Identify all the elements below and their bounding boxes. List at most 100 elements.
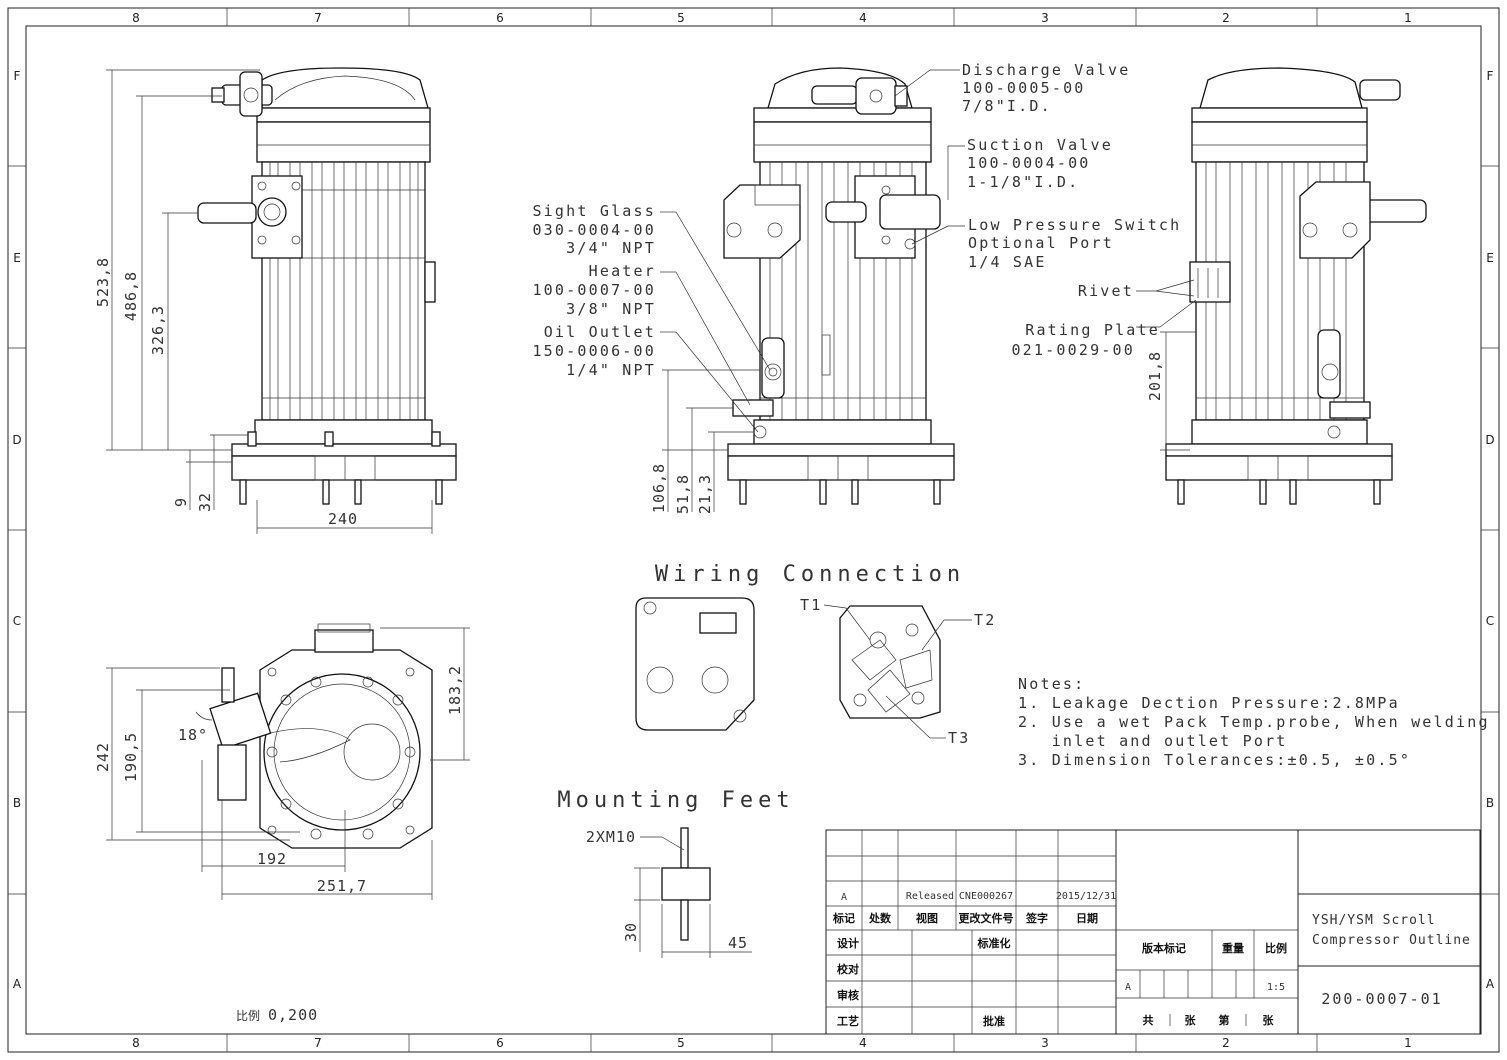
hdr-date: 日期: [1076, 911, 1098, 925]
dim-top-h2: 190,5: [122, 732, 140, 782]
version-value: A: [1125, 982, 1131, 993]
side-view: [723, 67, 955, 505]
oil-outlet-part: 150-0006-00: [532, 342, 656, 360]
low-pressure-size: 1/4 SAE: [968, 253, 1047, 271]
zone-col-5: 5: [677, 11, 685, 25]
rear-leader-lines: [1136, 279, 1197, 451]
terminal-t2: T2: [974, 611, 996, 629]
zone-labels-bottom: 8 7 6 5 4 3 2 1: [132, 1036, 1412, 1050]
callout-heater: Heater 100-0007-00 3/8" NPT: [532, 262, 656, 318]
scale-note-value: 0,200: [268, 1006, 318, 1024]
suction-valve-size: 1-1/8"I.D.: [967, 173, 1079, 191]
discharge-valve-part: 100-0005-00: [962, 79, 1086, 97]
discharge-valve-label: Discharge Valve: [962, 61, 1130, 79]
scale-value: 1:5: [1267, 982, 1285, 993]
notes-line-1: 1. Leakage Dection Pressure:2.8MPa: [1018, 694, 1400, 712]
drawing-name-line2: Compressor Outline: [1312, 933, 1471, 948]
heater-size: 3/8" NPT: [566, 300, 656, 318]
row-approve: 批准: [983, 1014, 1005, 1028]
zone-col-3-b: 3: [1041, 1036, 1049, 1050]
drawing-number: 200-0007-01: [1321, 990, 1442, 1008]
sheet-total-unit: 张: [1185, 1013, 1197, 1027]
oil-outlet-size: 1/4" NPT: [566, 361, 656, 379]
zone-dividers: [8, 8, 1499, 1052]
title-block-left-rows: 设计 校对 审核 工艺 标准化 批准: [837, 936, 1011, 1028]
low-pressure-label: Low Pressure Switch: [968, 216, 1181, 234]
zone-row-e: E: [13, 251, 21, 265]
zone-col-2-b: 2: [1222, 1036, 1230, 1050]
terminal-block: [823, 604, 972, 739]
zone-row-f-r: F: [1487, 69, 1494, 83]
suction-valve-label: Suction Valve: [967, 136, 1113, 154]
hdr-version: 版本标记: [1142, 941, 1186, 955]
title-block-right: YSH/YSM Scroll Compressor Outline 200-00…: [1312, 913, 1471, 1008]
hdr-view: 视图: [916, 911, 938, 925]
front-dimension-lines: [106, 69, 433, 534]
zone-labels-right: F E D C B A: [1485, 69, 1495, 991]
row-review: 审核: [837, 988, 859, 1002]
notes-block: Notes: 1. Leakage Dection Pressure:2.8MP…: [1018, 675, 1490, 769]
rear-view: [1165, 67, 1427, 505]
hdr-weight: 重量: [1222, 941, 1244, 955]
zone-col-4: 4: [859, 11, 867, 25]
mounting-title: Mounting Feet: [557, 788, 794, 813]
sheet-no: 第: [1219, 1013, 1230, 1027]
zone-row-c-r: C: [1486, 614, 1494, 628]
rev-date: 2015/12/31: [1056, 891, 1116, 902]
rev-change-no: CNE000267: [959, 891, 1013, 902]
callout-oil-outlet: Oil Outlet 150-0006-00 1/4" NPT: [532, 323, 656, 379]
hdr-scale: 比例: [1265, 941, 1287, 955]
feet-width-label: 45: [728, 934, 748, 952]
hdr-change-file: 更改文件号: [959, 911, 1014, 925]
rev-mark: A: [841, 892, 847, 903]
hdr-sign: 签字: [1025, 911, 1048, 925]
title-block-middle: 版本标记 重量 比例 A 1:5 共 张 第 张: [1125, 941, 1287, 1027]
heater-label: Heater: [589, 262, 656, 280]
dim-top-w2: 251,7: [317, 877, 367, 895]
zone-col-1: 1: [1404, 11, 1412, 25]
dim-front-width: 240: [328, 510, 358, 528]
notes-line-2: 2. Use a wet Pack Temp.probe, When weldi…: [1018, 713, 1490, 731]
heater-part: 100-0007-00: [532, 281, 656, 299]
front-view: [197, 67, 457, 505]
sight-glass-part: 030-0004-00: [532, 221, 656, 239]
callout-sight-glass: Sight Glass 030-0004-00 3/4" NPT: [532, 202, 656, 257]
title-block-headers: 标记 处数 视图 更改文件号 签字 日期: [832, 911, 1098, 925]
dim-top-h1: 242: [94, 742, 112, 772]
feet-height-label: 30: [622, 922, 640, 942]
side-leader-lines: [660, 69, 965, 433]
zone-row-a-r: A: [1486, 977, 1495, 991]
notes-heading: Notes:: [1018, 675, 1085, 693]
zone-labels-top: 8 7 6 5 4 3 2 1: [132, 11, 1412, 25]
zone-labels-left: F E D C B A: [12, 69, 22, 991]
sight-glass-label: Sight Glass: [532, 202, 656, 220]
zone-col-7: 7: [314, 11, 322, 25]
callout-low-pressure-switch: Low Pressure Switch Optional Port 1/4 SA…: [968, 216, 1181, 271]
sheet-no-unit: 张: [1263, 1013, 1275, 1027]
row-check: 校对: [837, 962, 859, 976]
zone-col-8-b: 8: [132, 1036, 140, 1050]
title-block-rev-row: A Released CNE000267 2015/12/31: [841, 891, 1116, 903]
suction-valve-part: 100-0004-00: [967, 154, 1091, 172]
zone-row-f: F: [14, 69, 21, 83]
dim-top-angle: 18°: [178, 726, 208, 744]
zone-col-4-b: 4: [859, 1036, 867, 1050]
zone-col-3: 3: [1041, 11, 1049, 25]
dim-side-d3: 21,3: [696, 474, 714, 514]
zone-row-e-r: E: [1486, 251, 1494, 265]
sheet-total: 共: [1143, 1013, 1154, 1027]
wiring-box: [635, 597, 755, 731]
drawing-name-line1: YSH/YSM Scroll: [1312, 913, 1436, 928]
rivet-label: Rivet: [1078, 282, 1134, 300]
sight-glass-size: 3/4" NPT: [566, 239, 656, 257]
notes-line-3: inlet and outlet Port: [1018, 732, 1288, 750]
rating-plate-label: Rating Plate: [1025, 321, 1160, 339]
row-process: 工艺: [837, 1014, 859, 1028]
zone-row-a: A: [13, 977, 22, 991]
zone-col-6-b: 6: [496, 1036, 504, 1050]
hdr-mark: 标记: [832, 911, 855, 925]
callout-suction-valve: Suction Valve 100-0004-00 1-1/8"I.D.: [967, 136, 1113, 191]
mounting-dims: [634, 836, 752, 958]
dim-front-b2: 32: [196, 492, 214, 512]
